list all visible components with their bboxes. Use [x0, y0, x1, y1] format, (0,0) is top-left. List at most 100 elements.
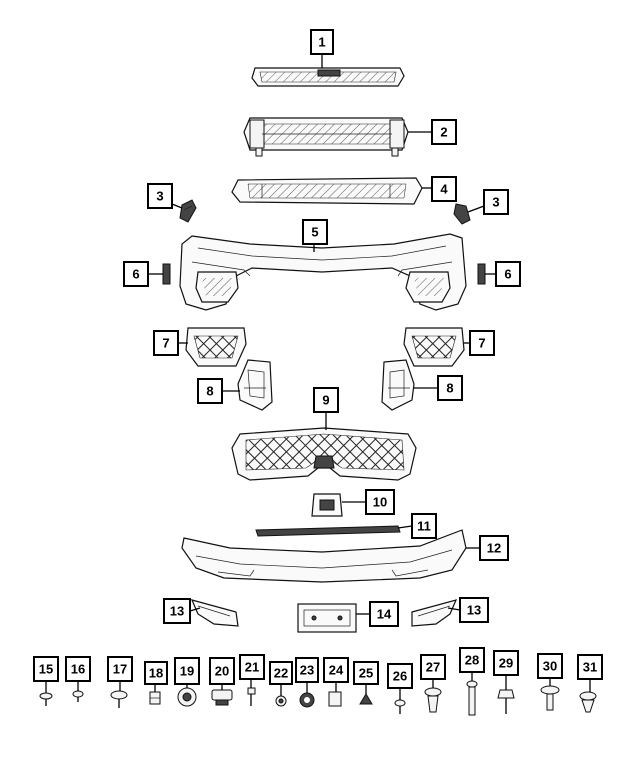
fastener-22	[275, 695, 287, 707]
callout-12: 12	[479, 535, 509, 561]
fastener-26	[394, 699, 406, 714]
callout-6-left: 6	[123, 261, 149, 287]
part-side-clip-right	[477, 263, 486, 285]
svg-text:12: 12	[487, 541, 501, 556]
leader-lines	[45, 54, 591, 700]
svg-text:9: 9	[322, 393, 329, 408]
part-grille	[231, 427, 417, 481]
svg-text:1: 1	[318, 35, 325, 50]
callout-31: 31	[577, 654, 603, 680]
svg-text:22: 22	[274, 666, 288, 681]
svg-text:6: 6	[504, 267, 511, 282]
callout-7-right: 7	[469, 330, 495, 356]
svg-text:18: 18	[149, 666, 163, 681]
callout-26: 26	[387, 663, 413, 689]
svg-text:30: 30	[543, 659, 557, 674]
svg-text:27: 27	[426, 660, 440, 675]
svg-text:25: 25	[359, 666, 373, 681]
callout-1: 1	[310, 29, 334, 55]
callout-23: 23	[295, 657, 319, 683]
fastener-20	[211, 689, 233, 706]
callout-2: 2	[431, 119, 457, 145]
part-side-clip-left	[162, 263, 171, 285]
part-bracket-left	[179, 199, 197, 223]
fastener-21	[247, 687, 256, 706]
callout-30: 30	[537, 653, 563, 679]
callout-8-right: 8	[437, 375, 463, 401]
svg-text:28: 28	[465, 653, 479, 668]
svg-text:8: 8	[206, 384, 213, 399]
callout-6-right: 6	[495, 261, 521, 287]
part-molding-strip	[255, 525, 401, 537]
svg-text:14: 14	[377, 607, 392, 622]
fastener-23	[299, 692, 315, 708]
part-skid-trim-left	[190, 599, 239, 627]
part-fog-bezel-right	[403, 327, 465, 367]
callout-15: 15	[33, 656, 59, 682]
callout-14: 14	[369, 601, 399, 627]
part-bumper-fascia	[179, 233, 467, 311]
svg-text:5: 5	[311, 225, 318, 240]
callout-16: 16	[65, 656, 91, 682]
svg-text:2: 2	[440, 125, 447, 140]
callout-13-right: 13	[459, 597, 489, 623]
callout-9: 9	[313, 387, 339, 413]
svg-text:26: 26	[393, 669, 407, 684]
svg-text:31: 31	[583, 660, 597, 675]
fastener-25	[359, 693, 373, 705]
callout-17: 17	[107, 656, 133, 682]
callout-11: 11	[411, 513, 437, 539]
part-fog-bezel-left	[185, 327, 247, 367]
callout-10: 10	[365, 489, 395, 515]
svg-text:6: 6	[132, 267, 139, 282]
fastener-15	[39, 692, 53, 706]
svg-text:19: 19	[180, 664, 194, 679]
svg-text:21: 21	[245, 660, 259, 675]
svg-text:23: 23	[300, 663, 314, 678]
fastener-19	[177, 687, 197, 707]
part-fog-bracket-left	[237, 359, 273, 411]
fastener-31	[579, 691, 597, 713]
svg-text:15: 15	[39, 662, 53, 677]
svg-text:11: 11	[417, 519, 431, 534]
callout-18: 18	[144, 661, 168, 685]
fastener-18	[149, 691, 161, 705]
part-lower-valance	[181, 529, 467, 583]
svg-text:8: 8	[446, 381, 453, 396]
svg-text:24: 24	[329, 663, 344, 678]
part-bracket-right	[453, 203, 471, 225]
fastener-17	[110, 690, 128, 708]
fastener-28	[466, 680, 478, 716]
callout-25: 25	[353, 661, 379, 685]
callout-19: 19	[174, 657, 200, 685]
fastener-29	[497, 689, 515, 714]
svg-text:17: 17	[113, 662, 127, 677]
fastener-24	[328, 691, 342, 707]
svg-text:16: 16	[71, 662, 85, 677]
callout-8-left: 8	[197, 378, 223, 404]
svg-text:3: 3	[492, 195, 499, 210]
callout-4: 4	[431, 176, 457, 202]
svg-text:3: 3	[156, 189, 163, 204]
callout-13-left: 13	[163, 598, 191, 624]
svg-text:13: 13	[170, 604, 184, 619]
fastener-16	[72, 690, 84, 702]
part-sensor-bracket	[311, 493, 343, 517]
callout-21: 21	[239, 654, 265, 680]
callout-3-left: 3	[147, 183, 173, 209]
callout-20: 20	[209, 657, 235, 685]
part-lower-absorber	[231, 177, 423, 205]
callout-7-left: 7	[153, 330, 179, 356]
svg-text:20: 20	[215, 664, 229, 679]
svg-text:10: 10	[373, 495, 387, 510]
part-license-bracket	[297, 603, 357, 633]
fastener-27	[424, 687, 442, 713]
callout-5: 5	[302, 219, 328, 245]
callout-27: 27	[420, 654, 446, 680]
svg-text:29: 29	[499, 656, 513, 671]
callout-3-right: 3	[483, 189, 509, 215]
callout-24: 24	[323, 657, 349, 683]
callout-29: 29	[493, 650, 519, 676]
part-reinforcement-beam	[243, 117, 409, 157]
